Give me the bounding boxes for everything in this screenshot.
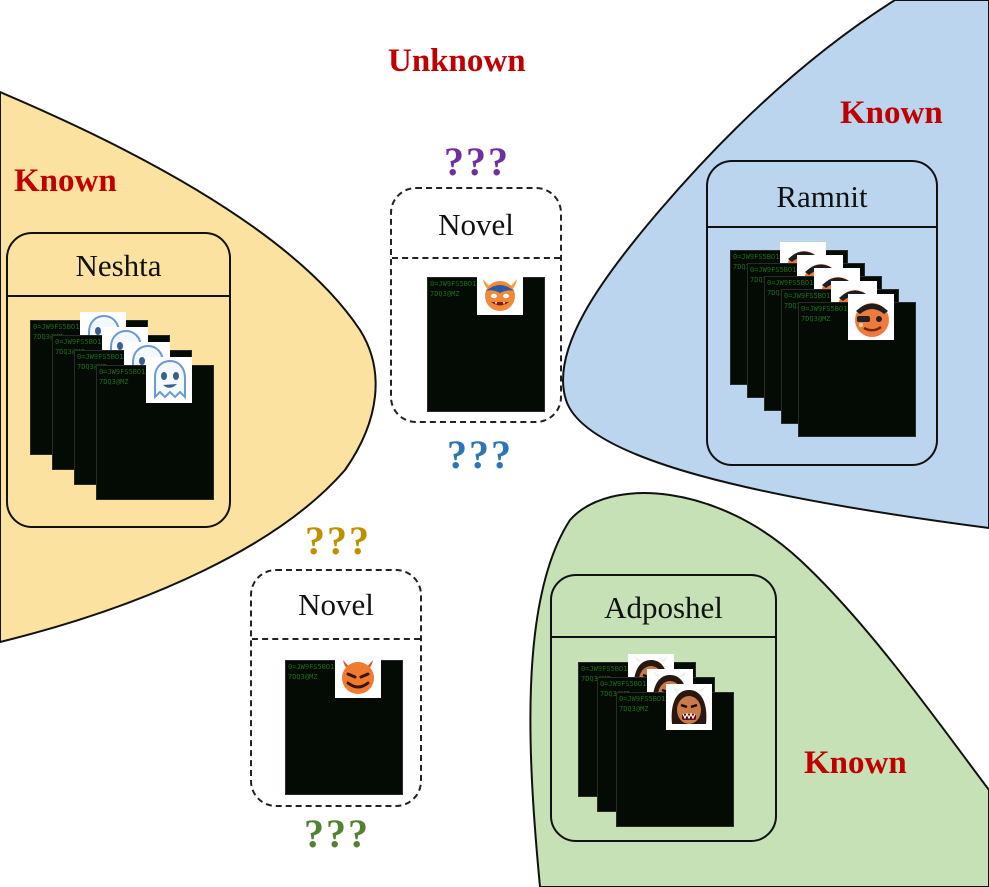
title-divider — [252, 638, 420, 640]
malware-sample-thumbnail: 0=JW9FS5BO1>KX:GT6CP2? 7DQ3@MZ>KX:GT6CP2?… — [427, 277, 545, 412]
novel-title-top: Novel — [438, 207, 514, 242]
title-divider — [708, 226, 936, 228]
svg-text:7DQ3@MZ>KX:GT6CP2?LY;HU7DQ3@ME: 7DQ3@MZ>KX:GT6CP2?LY;HU7DQ3@MER4AN0=JW9F… — [288, 673, 318, 681]
question-marks-bottom-below: ??? — [304, 811, 370, 856]
title-divider — [8, 295, 229, 297]
horned-devil-icon — [477, 269, 523, 315]
novel-box-top: Novel 0=JW9FS5BO1>KX:GT6CP2? 7DQ3@MZ>KX:G… — [390, 187, 562, 423]
svg-text:0=JW9FS5BO1>KX:GT6CP2?: 0=JW9FS5BO1>KX:GT6CP2? — [784, 292, 877, 300]
question-marks-top-above: ??? — [444, 139, 510, 184]
svg-text:7DQ3@MZ>KX:GT6CP2?LY;HU7DQ3@ME: 7DQ3@MZ>KX:GT6CP2?LY;HU7DQ3@MER4AN0=JW9F… — [600, 690, 630, 698]
svg-text:7DQ3@MZ>KX:GT6CP2?LY;HU7DQ3@ME: 7DQ3@MZ>KX:GT6CP2?LY;HU7DQ3@MER4AN0=JW9F… — [581, 675, 611, 683]
svg-text:0=JW9FS5BO1>KX:GT6CP2?: 0=JW9FS5BO1>KX:GT6CP2? — [55, 338, 148, 346]
family-title-ramnit: Ramnit — [776, 179, 868, 214]
svg-text:0=JW9FS5BO1>KX:GT6CP2?: 0=JW9FS5BO1>KX:GT6CP2? — [733, 253, 826, 261]
svg-text:0=JW9FS5BO1>KX:GT6CP2?: 0=JW9FS5BO1>KX:GT6CP2? — [801, 305, 894, 313]
svg-text:0=JW9FS5BO1>KX:GT6CP2?: 0=JW9FS5BO1>KX:GT6CP2? — [581, 665, 674, 673]
pirate-face-icon — [848, 294, 894, 340]
novel-title-bottom: Novel — [298, 587, 374, 622]
known-label-neshta: Known — [14, 163, 117, 199]
title-divider — [392, 257, 560, 259]
svg-text:7DQ3@MZ>KX:GT6CP2?LY;HU7DQ3@ME: 7DQ3@MZ>KX:GT6CP2?LY;HU7DQ3@MER4AN0=JW9F… — [77, 363, 107, 371]
svg-text:0=JW9FS5BO1>KX:GT6CP2?: 0=JW9FS5BO1>KX:GT6CP2? — [288, 663, 381, 671]
family-title-adposhel: Adposhel — [604, 590, 723, 625]
svg-text:7DQ3@MZ>KX:GT6CP2?LY;HU7DQ3@ME: 7DQ3@MZ>KX:GT6CP2?LY;HU7DQ3@MER4AN0=JW9F… — [619, 705, 649, 713]
ghost-icon — [146, 357, 192, 403]
svg-text:0=JW9FS5BO1>KX:GT6CP2?: 0=JW9FS5BO1>KX:GT6CP2? — [619, 695, 712, 703]
svg-text:7DQ3@MZ>KX:GT6CP2?LY;HU7DQ3@ME: 7DQ3@MZ>KX:GT6CP2?LY;HU7DQ3@MER4AN0=JW9F… — [801, 315, 831, 323]
svg-text:0=JW9FS5BO1>KX:GT6CP2?: 0=JW9FS5BO1>KX:GT6CP2? — [99, 368, 192, 376]
known-label-adposhel: Known — [804, 745, 907, 781]
question-marks-top-below: ??? — [447, 432, 513, 477]
svg-text:7DQ3@MZ>KX:GT6CP2?LY;HU7DQ3@ME: 7DQ3@MZ>KX:GT6CP2?LY;HU7DQ3@MER4AN0=JW9F… — [33, 333, 63, 341]
unknown-label: Unknown — [388, 43, 526, 79]
ogre-face-icon — [666, 684, 712, 730]
svg-text:0=JW9FS5BO1>KX:GT6CP2?: 0=JW9FS5BO1>KX:GT6CP2? — [33, 323, 126, 331]
question-marks-bottom-above: ??? — [305, 518, 371, 563]
svg-text:0=JW9FS5BO1>KX:GT6CP2?: 0=JW9FS5BO1>KX:GT6CP2? — [600, 680, 693, 688]
family-box-adposhel: Adposhel 0=JW9FS5BO1>KX:GT6CP2?7DQ3@MZ>K… — [550, 574, 777, 842]
title-divider — [552, 636, 775, 638]
family-title-neshta: Neshta — [75, 248, 162, 283]
svg-text:7DQ3@MZ>KX:GT6CP2?LY;HU7DQ3@ME: 7DQ3@MZ>KX:GT6CP2?LY;HU7DQ3@MER4AN0=JW9F… — [430, 290, 460, 298]
svg-text:0=JW9FS5BO1>KX:GT6CP2?: 0=JW9FS5BO1>KX:GT6CP2? — [750, 266, 843, 274]
known-label-ramnit: Known — [840, 95, 943, 131]
svg-text:0=JW9FS5BO1>KX:GT6CP2?: 0=JW9FS5BO1>KX:GT6CP2? — [767, 279, 860, 287]
family-box-ramnit: Ramnit 0=JW9FS5BO1>KX:GT6CP2? 7DQ3@MZ>KX:… — [706, 160, 938, 466]
svg-text:7DQ3@MZ>KX:GT6CP2?LY;HU7DQ3@ME: 7DQ3@MZ>KX:GT6CP2?LY;HU7DQ3@MER4AN0=JW9F… — [99, 378, 129, 386]
svg-text:7DQ3@MZ>KX:GT6CP2?LY;HU7DQ3@ME: 7DQ3@MZ>KX:GT6CP2?LY;HU7DQ3@MER4AN0=JW9F… — [55, 348, 85, 356]
family-box-neshta: Neshta 0=JW9FS5BO1>KX:GT6CP2?7DQ3@MZ>KX:… — [6, 232, 231, 528]
svg-text:0=JW9FS5BO1>KX:GT6CP2?: 0=JW9FS5BO1>KX:GT6CP2? — [430, 280, 523, 288]
novel-box-bottom: Novel 0=JW9FS5BO1>KX:GT6CP2? 7DQ3@MZ>KX:G… — [250, 569, 422, 807]
smiling-devil-icon — [335, 652, 381, 698]
svg-text:0=JW9FS5BO1>KX:GT6CP2?: 0=JW9FS5BO1>KX:GT6CP2? — [77, 353, 170, 361]
